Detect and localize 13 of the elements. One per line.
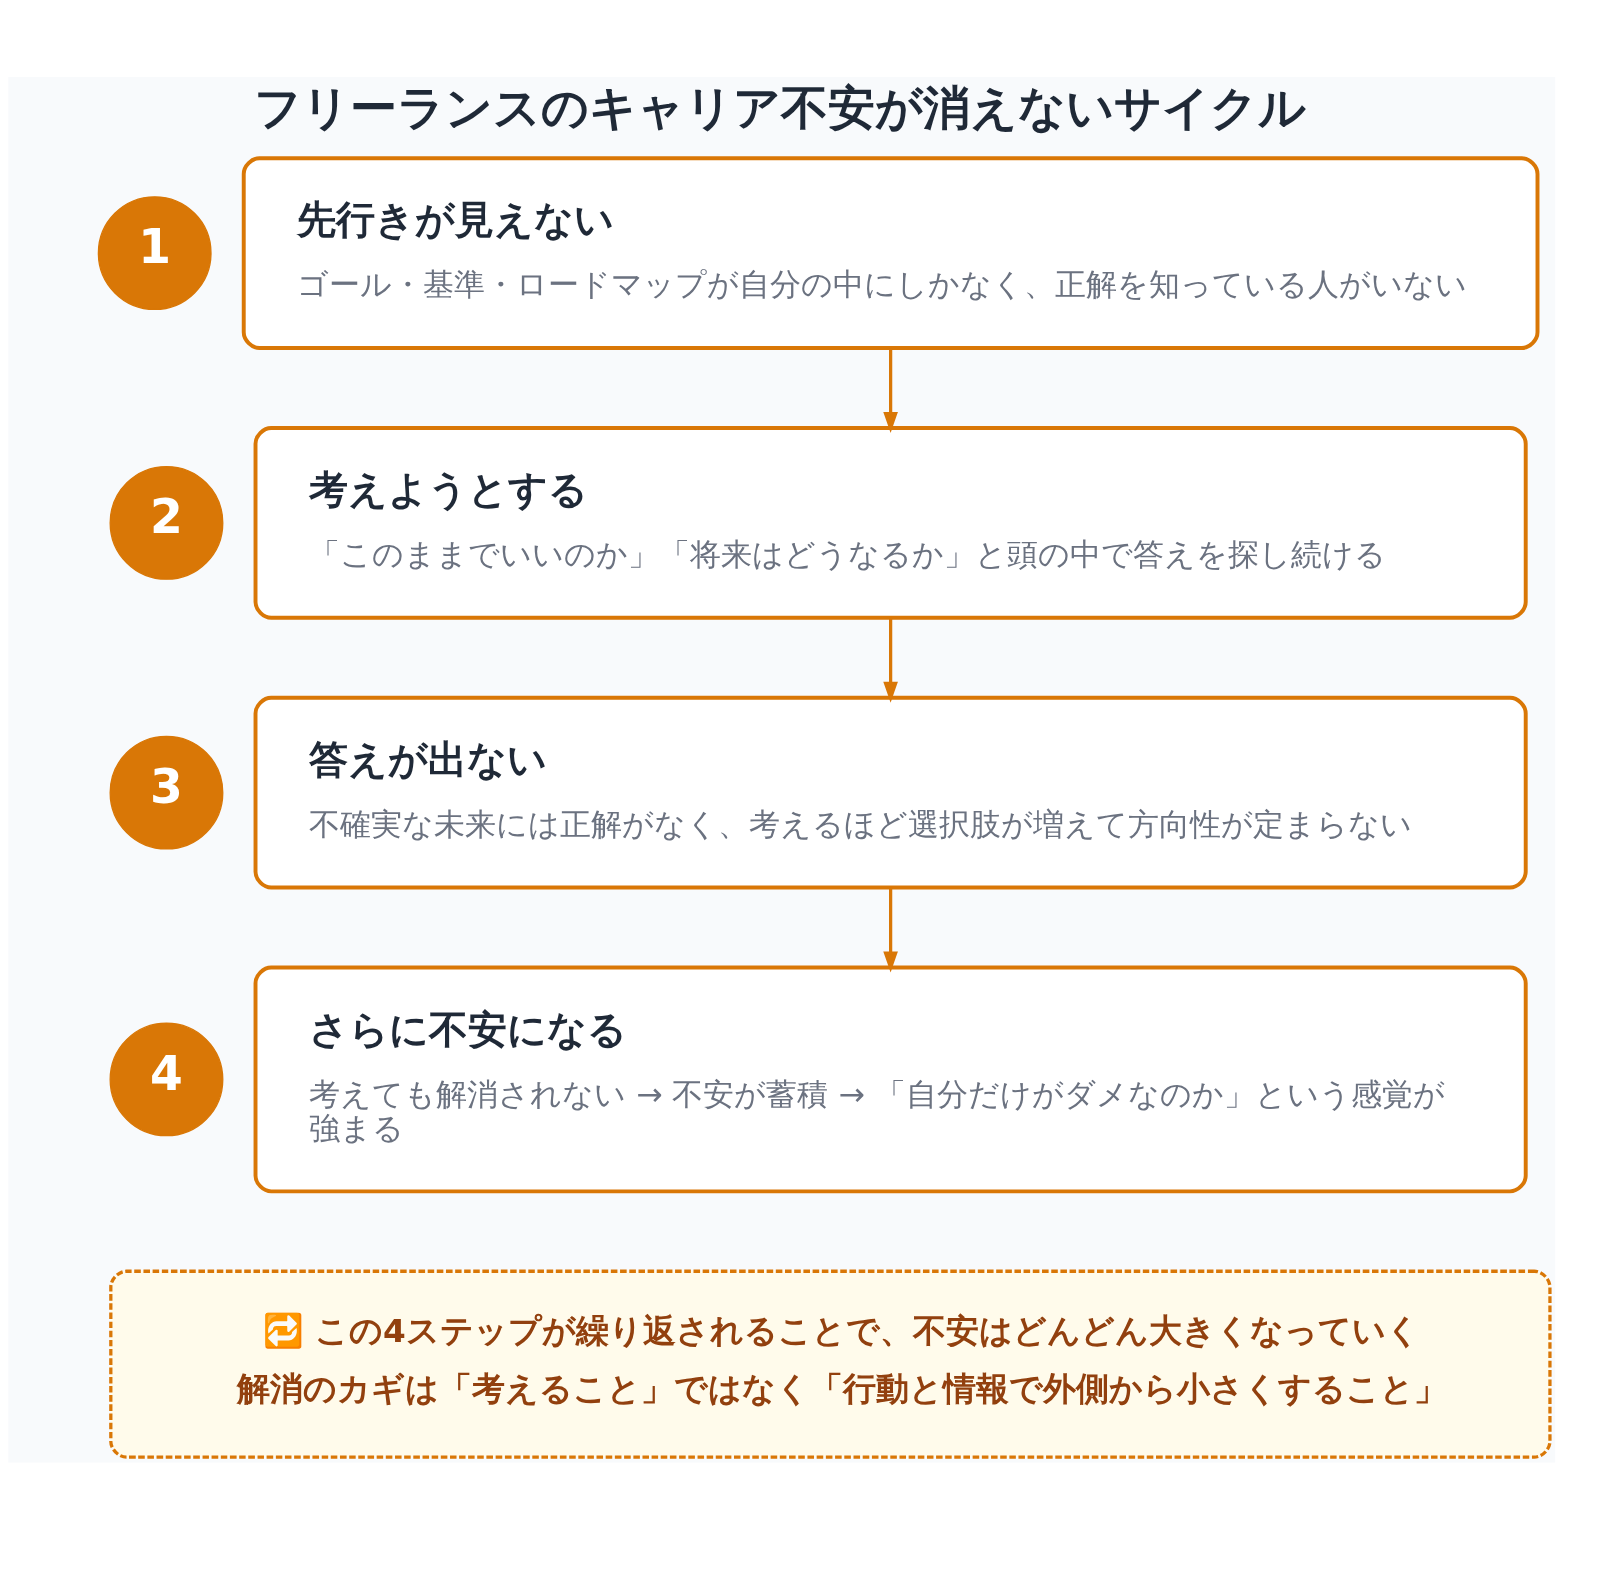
diagram-title: フリーランスのキャリア不安が消えないサイクル — [253, 79, 1306, 135]
node-circle: 2 — [109, 465, 224, 580]
node-circle: 3 — [109, 735, 224, 850]
node-box: 🔁 この4ステップが繰り返されることで、不安はどんどん大きくなっていく 解消のカギは「考えること」ではなく「行動と情報で外側から小さくすること」 — [109, 1269, 1552, 1459]
arrow — [883, 348, 898, 433]
node-circle: 1 — [97, 196, 212, 311]
node-box: さらに不安になる 考えても解消されない → 不安が蓄積 → 「自分だけがダメなのか」という感覚が強まる — [253, 965, 1528, 1194]
node-box: 先行きが見えない ゴール・基準・ロードマップが自分の中にしかなく、正解を知っている人がいない — [241, 156, 1540, 351]
node-box: 答えが出ない 不確実な未来には正解がなく、考えるほど選択肢が増えて方向性が定まらない — [253, 695, 1528, 890]
arrow — [883, 887, 898, 973]
arrow — [883, 617, 898, 703]
node-box: 考えようとする 「このままでいいのか」「将来はどうなるか」と頭の中で答えを探し続ける — [253, 425, 1528, 620]
node-circle: 4 — [109, 1022, 224, 1137]
